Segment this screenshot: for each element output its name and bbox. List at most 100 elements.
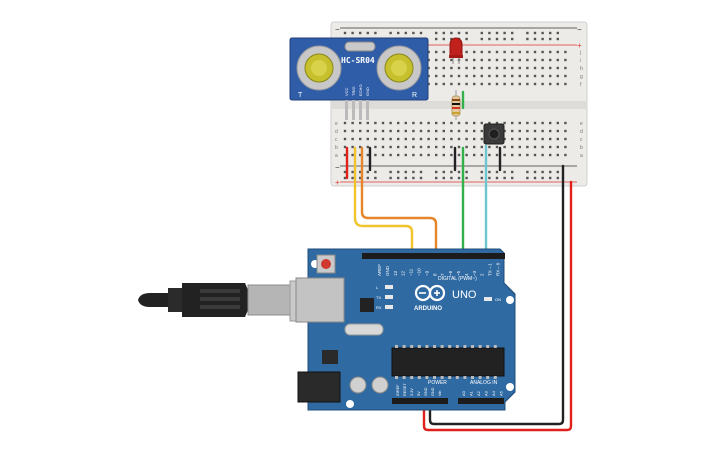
breadboard-hole[interactable] [473,153,476,157]
breadboard-hole[interactable] [488,145,491,149]
breadboard-hole[interactable] [473,50,476,54]
breadboard-hole[interactable] [526,74,529,78]
breadboard-hole[interactable] [450,74,453,78]
breadboard-hole[interactable] [533,129,537,133]
rail-hole[interactable] [442,176,445,180]
breadboard-hole[interactable] [518,137,521,141]
rail-hole[interactable] [541,176,544,180]
breadboard-hole[interactable] [374,137,377,141]
rail-hole[interactable] [495,170,499,174]
breadboard-hole[interactable] [564,66,567,70]
reset-button[interactable] [321,259,331,269]
rail-hole[interactable] [366,176,369,180]
breadboard-hole[interactable] [488,121,491,125]
rail-hole[interactable] [435,31,438,35]
breadboard-hole[interactable] [549,145,552,149]
breadboard-hole[interactable] [511,145,514,149]
rail-hole[interactable] [343,31,347,35]
rail-hole[interactable] [450,31,453,35]
breadboard-hole[interactable] [427,129,430,133]
breadboard-hole[interactable] [511,58,514,62]
breadboard-hole[interactable] [473,129,476,133]
rail-hole[interactable] [374,176,377,180]
breadboard-hole[interactable] [480,50,483,54]
breadboard-hole[interactable] [495,153,499,157]
breadboard-hole[interactable] [435,137,438,141]
sensor-pin[interactable] [359,100,362,120]
breadboard-hole[interactable] [397,121,400,125]
rail-hole[interactable] [351,170,354,174]
breadboard-hole[interactable] [556,74,559,78]
breadboard-hole[interactable] [366,137,369,141]
breadboard-hole[interactable] [541,58,544,62]
breadboard-hole[interactable] [503,82,506,86]
rail-hole[interactable] [511,170,514,174]
rail-hole[interactable] [442,170,445,174]
breadboard-hole[interactable] [427,121,430,125]
breadboard-hole[interactable] [397,145,400,149]
rail-hole[interactable] [495,37,499,41]
breadboard-hole[interactable] [518,50,521,54]
rail-hole[interactable] [556,37,559,41]
breadboard-hole[interactable] [473,121,476,125]
breadboard-hole[interactable] [488,82,491,86]
breadboard-hole[interactable] [359,153,362,157]
breadboard-hole[interactable] [526,50,529,54]
breadboard-hole[interactable] [503,58,506,62]
breadboard-hole[interactable] [381,121,385,125]
rail-hole[interactable] [533,31,537,35]
breadboard-hole[interactable] [419,129,423,133]
rail-hole[interactable] [488,176,491,180]
rail-hole[interactable] [366,31,369,35]
breadboard-hole[interactable] [556,82,559,86]
breadboard-hole[interactable] [533,58,537,62]
breadboard-hole[interactable] [381,129,385,133]
rail-hole[interactable] [450,37,453,41]
breadboard-hole[interactable] [541,82,544,86]
breadboard-hole[interactable] [343,121,347,125]
breadboard-hole[interactable] [526,129,529,133]
breadboard-hole[interactable] [549,121,552,125]
breadboard-hole[interactable] [480,121,483,125]
breadboard-hole[interactable] [533,121,537,125]
breadboard-hole[interactable] [480,82,483,86]
rail-hole[interactable] [533,176,537,180]
rail-hole[interactable] [359,31,362,35]
rail-hole[interactable] [503,170,506,174]
power-header[interactable] [392,398,448,404]
breadboard-hole[interactable] [442,66,445,70]
rail-hole[interactable] [503,176,506,180]
digital-header[interactable] [362,253,505,259]
breadboard-hole[interactable] [404,121,407,125]
rail-hole[interactable] [435,176,438,180]
breadboard-hole[interactable] [412,129,415,133]
breadboard-hole[interactable] [389,153,392,157]
breadboard-hole[interactable] [480,58,483,62]
breadboard-hole[interactable] [549,66,552,70]
rail-hole[interactable] [412,170,415,174]
breadboard-hole[interactable] [450,153,453,157]
breadboard-hole[interactable] [488,66,491,70]
breadboard-hole[interactable] [518,129,521,133]
breadboard-hole[interactable] [564,50,567,54]
breadboard-hole[interactable] [457,137,461,141]
breadboard-hole[interactable] [427,58,430,62]
rail-hole[interactable] [435,37,438,41]
rail-hole[interactable] [549,176,552,180]
push-button[interactable] [483,123,505,145]
breadboard-hole[interactable] [465,137,468,141]
breadboard-hole[interactable] [556,137,559,141]
breadboard-hole[interactable] [556,129,559,133]
breadboard-hole[interactable] [435,145,438,149]
rail-hole[interactable] [457,31,461,35]
breadboard-hole[interactable] [374,129,377,133]
breadboard-hole[interactable] [442,137,445,141]
rail-hole[interactable] [389,176,392,180]
breadboard-hole[interactable] [549,82,552,86]
rail-hole[interactable] [404,170,407,174]
breadboard-hole[interactable] [503,74,506,78]
breadboard-hole[interactable] [541,50,544,54]
breadboard-hole[interactable] [556,50,559,54]
rail-hole[interactable] [412,176,415,180]
rail-hole[interactable] [480,31,483,35]
